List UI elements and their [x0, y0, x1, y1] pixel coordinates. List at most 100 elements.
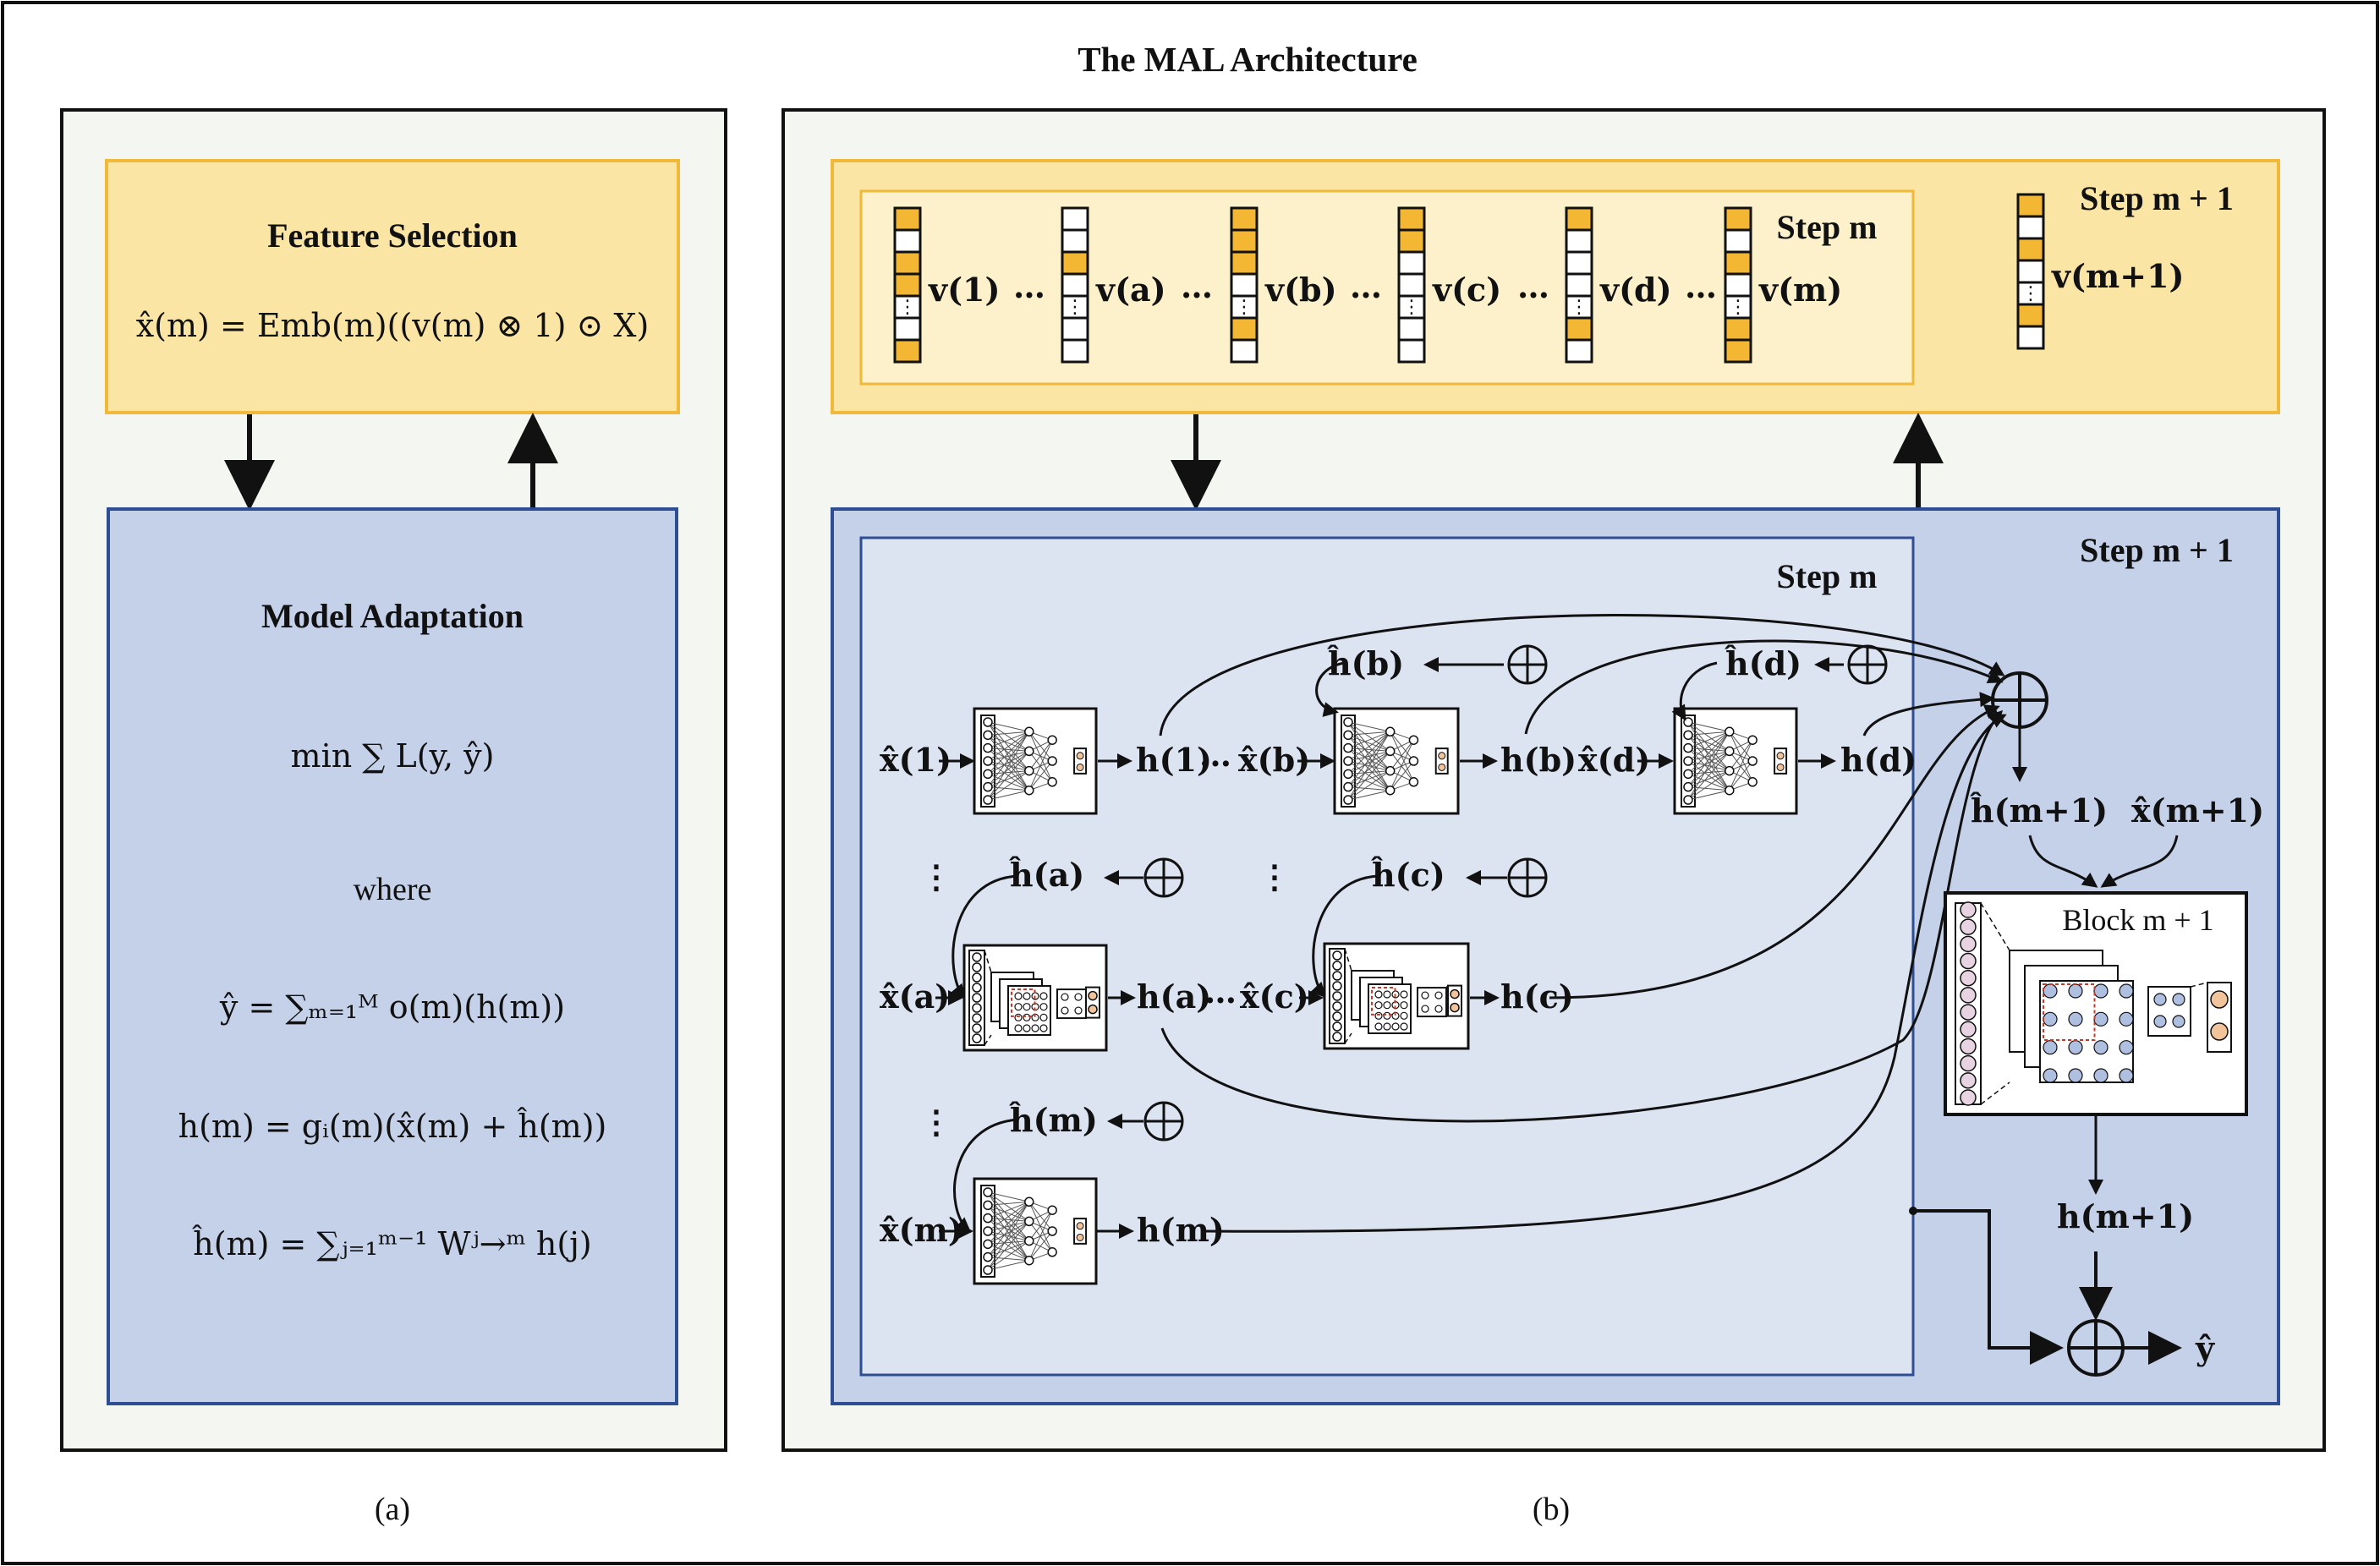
neuron: [1024, 726, 1034, 737]
vector-cell: [893, 272, 922, 298]
vector-cell: [2016, 325, 2045, 350]
neuron: [1061, 1006, 1069, 1015]
net-edge: [1347, 731, 1391, 801]
neuron: [1343, 742, 1353, 753]
feature-selection-formula: x̂(m) = Emb(m)((v(m) ⊗ 1) ⊙ X): [136, 307, 650, 344]
neuron: [2210, 990, 2229, 1009]
net-edge: [987, 1218, 1029, 1222]
neuron: [1391, 1022, 1400, 1031]
ellipsis-2: …: [1204, 972, 1237, 1010]
vector-dots: ⋮: [1066, 297, 1084, 318]
vector-dots: ⋮: [1570, 297, 1588, 318]
edge-skip-output: [1913, 1209, 2064, 1365]
neuron: [1023, 1003, 1031, 1011]
vector-cell: [1724, 272, 1752, 298]
projection-line: [1445, 985, 1449, 988]
net-edge: [987, 731, 1030, 801]
vector-ellipsis: …: [1517, 267, 1549, 305]
net-edge: [1028, 1202, 1053, 1253]
node-hhat-d: ĥ(d): [1725, 644, 1801, 682]
neuron: [2068, 1011, 2083, 1027]
neuron: [983, 1265, 993, 1275]
net-edge: [987, 731, 1029, 736]
net-edge: [987, 773, 1029, 791]
net-edge: [987, 1201, 1029, 1206]
net-edge: [1390, 731, 1414, 762]
neuron: [1434, 991, 1443, 999]
vector-cell: [1230, 272, 1259, 298]
neuron: [1960, 935, 1977, 953]
projection-line: [1980, 1081, 2010, 1105]
sum-icon: [1507, 857, 1548, 898]
neuron: [2043, 1011, 2058, 1027]
net-edge: [1028, 1209, 1053, 1241]
neuron: [1039, 992, 1048, 1000]
neuron: [1047, 1226, 1057, 1236]
neuron: [1014, 1013, 1023, 1021]
neuron: [1332, 1021, 1342, 1032]
neuron: [1024, 1196, 1034, 1207]
sum-icon: [1143, 1101, 1184, 1142]
net-edge: [1028, 1230, 1053, 1262]
net-edge: [1347, 747, 1390, 752]
input-layer: [1681, 715, 1696, 808]
eq-h-hat: ĥ(m) = ∑ⱼ₌₁ᵐ⁻¹ Wʲ→ᵐ h(j): [191, 1225, 592, 1262]
neuron: [1024, 746, 1034, 757]
neuron: [1683, 717, 1693, 727]
net-edge: [1687, 731, 1730, 762]
net-edge: [1729, 751, 1753, 783]
neuron: [2068, 1068, 2083, 1083]
vector-cell: [1061, 206, 1089, 232]
net-edge: [1028, 1209, 1053, 1261]
neuron: [983, 1239, 993, 1250]
net-edge: [987, 1220, 1030, 1245]
net-edge: [1729, 739, 1753, 791]
neuron: [1332, 971, 1342, 981]
sum-icon: [1847, 644, 1888, 685]
net-edge: [1028, 731, 1053, 783]
net-edge: [987, 790, 1029, 801]
neuron: [1383, 1001, 1391, 1010]
net-edge: [1687, 734, 1730, 752]
vector-cell: [1230, 206, 1259, 232]
neuron: [972, 972, 982, 983]
vector-cell: [893, 228, 922, 254]
net-edge: [987, 1201, 1030, 1232]
node-hb: h(b): [1500, 741, 1577, 779]
edge-hm1hat-block: [2028, 835, 2098, 888]
neuron: [1450, 988, 1460, 999]
neuron: [2068, 983, 2083, 999]
net-edge: [1347, 731, 1390, 749]
node-hhat-c: ĥ(c): [1371, 856, 1445, 894]
vector-ellipsis: …: [1181, 267, 1213, 305]
top-step-m1-label: Step m + 1: [2080, 179, 2234, 217]
neuron: [1400, 1001, 1408, 1010]
neuron: [2119, 983, 2134, 999]
edge-hhatm-block: [953, 1118, 1019, 1233]
net-edge: [987, 770, 1029, 788]
vector-cell: [1565, 338, 1593, 364]
net-edge: [987, 731, 1030, 775]
neuron: [1385, 726, 1396, 737]
vector-cell: [1724, 316, 1752, 342]
vector-cell: [1397, 206, 1426, 232]
neuron: [2119, 1068, 2134, 1083]
neuron: [2119, 1011, 2134, 1027]
net-edge: [987, 1260, 1029, 1271]
net-edge: [987, 731, 1029, 749]
neuron: [972, 1013, 982, 1023]
feature-selection-box: [105, 159, 680, 414]
vector-cell: [1230, 228, 1259, 254]
bottom-step-m-label: Step m: [1777, 557, 1878, 595]
vector-cell: [1230, 316, 1259, 342]
neuron: [1400, 990, 1408, 999]
edge-xm1hat-block: [2100, 835, 2179, 888]
net-edge: [1390, 751, 1414, 783]
neuron: [1014, 992, 1023, 1000]
net-edge: [1687, 721, 1730, 732]
vector-dots: ⋮: [1729, 297, 1747, 318]
net-edge: [1687, 770, 1730, 801]
projection-line: [1344, 1032, 1352, 1044]
neuron: [1332, 1032, 1342, 1042]
neuron: [972, 952, 982, 962]
